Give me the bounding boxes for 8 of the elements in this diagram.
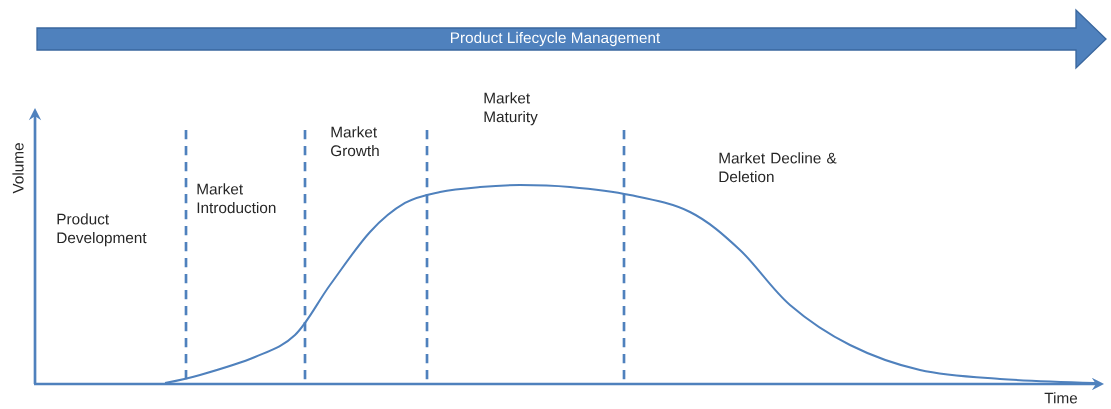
- stage-label: Volume: [12, 143, 24, 194]
- stage-label: Time: [1044, 392, 1078, 404]
- stage-label: Market Decline & Deletion: [719, 152, 837, 183]
- arrow-band: Product Lifecycle Management: [36, 8, 1107, 70]
- stage-label: Market Growth: [331, 126, 379, 157]
- stage-label: Market Introduction: [197, 183, 276, 214]
- stage-label: Market Maturity: [484, 92, 538, 126]
- stage-label: Product Development: [57, 213, 147, 247]
